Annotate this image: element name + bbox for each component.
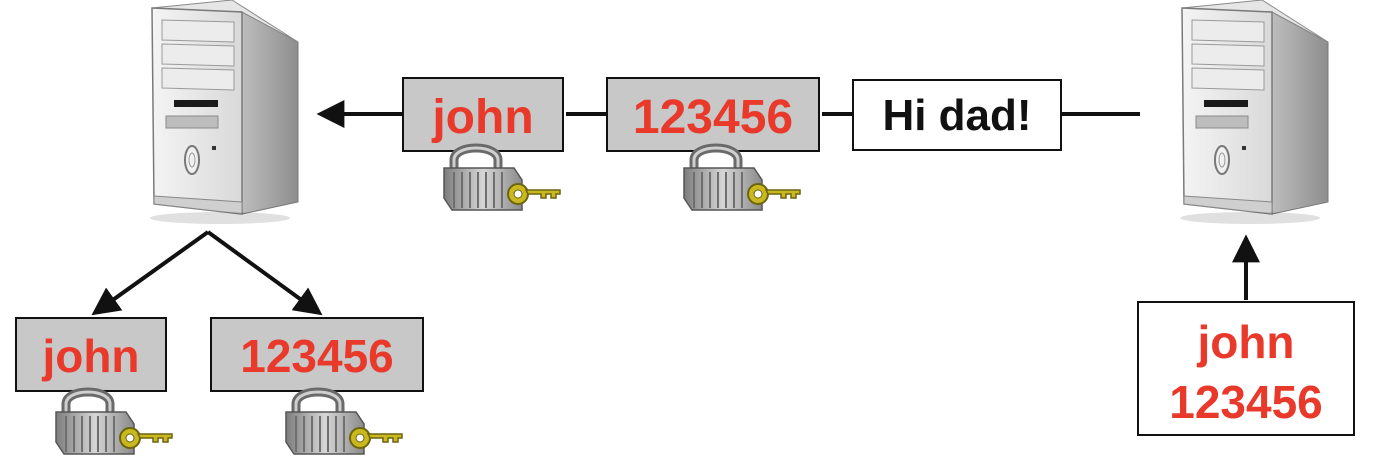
encrypted-username-box [402,77,564,152]
stored-username-box [15,317,167,392]
encrypted-password-text: 123456 [633,91,793,144]
arrow-to-stored-username [91,230,210,316]
credentials-password-text: 123456 [1169,376,1323,428]
plaintext-message-box [852,79,1062,151]
lock-on-username-icon [444,148,560,210]
lock-on-stored-username-icon [56,392,172,454]
arrow-to-stored-password [206,230,323,316]
credentials-entry-box [1137,301,1355,436]
stored-password-text: 123456 [240,330,394,382]
credentials-username-text: john [1196,316,1294,368]
right-computer-icon [1179,0,1329,225]
stored-username-text: john [41,330,139,382]
lock-on-stored-password-icon [286,392,402,454]
stored-password-box [210,317,424,392]
lock-on-password-icon [684,148,800,210]
encrypted-username-text: john [431,91,533,144]
left-computer-icon [149,0,299,225]
plaintext-message-text: Hi dad! [882,91,1031,140]
